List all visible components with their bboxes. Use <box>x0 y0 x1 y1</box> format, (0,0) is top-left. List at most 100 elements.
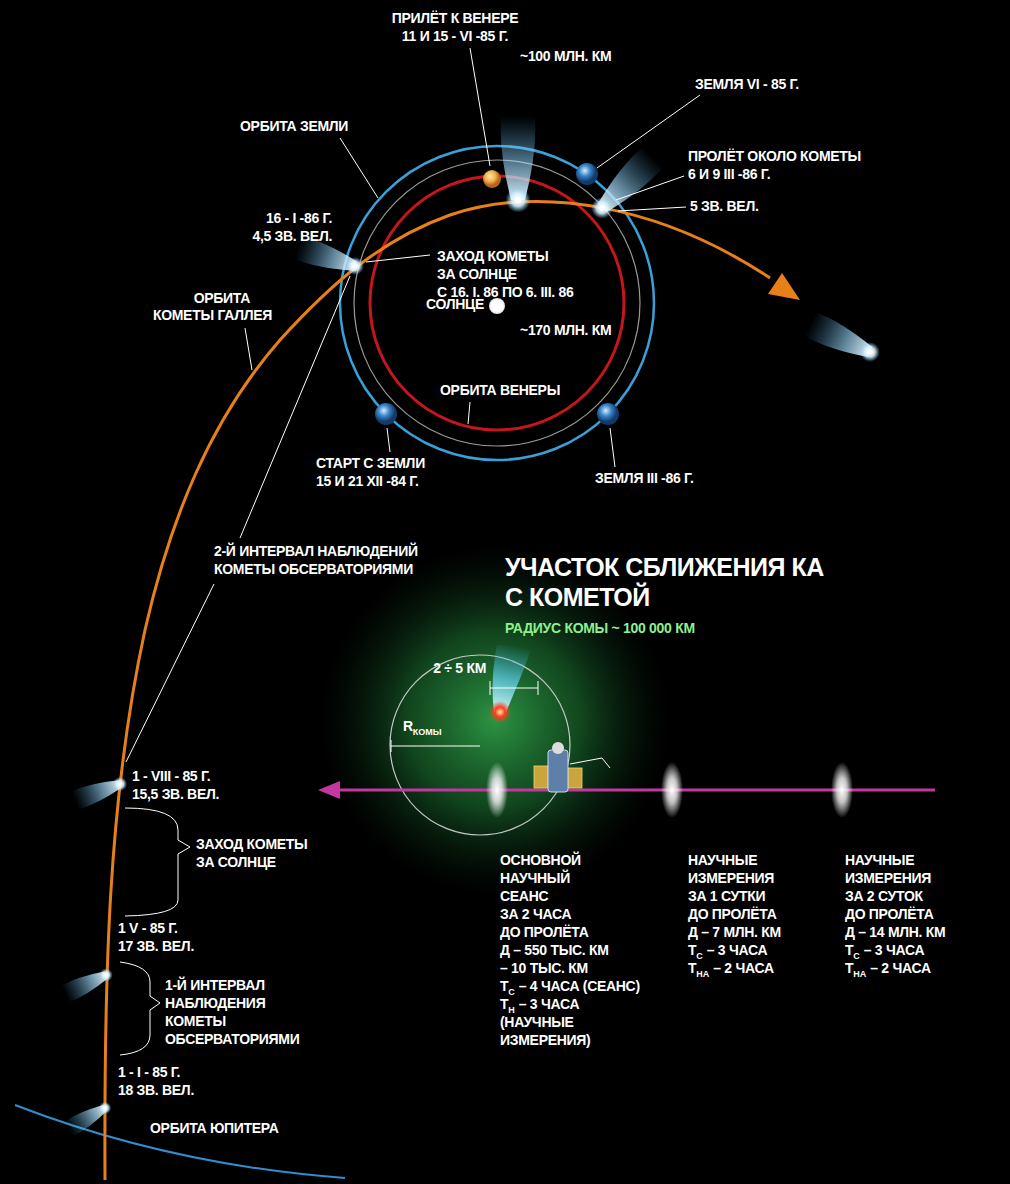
text-line: СОЛНЦЕ <box>426 296 484 312</box>
bracket <box>120 962 160 1055</box>
text-line: ПРИЛЁТ К ВЕНЕРЕ <box>392 10 519 26</box>
leader-lines <box>126 48 700 762</box>
annotation-text: – 3 ЧАСА <box>519 996 579 1012</box>
annotation-text: СЕАНС <box>500 888 548 904</box>
text-line: 2-Й ИНТЕРВАЛ НАБЛЮДЕНИЙ <box>214 543 418 559</box>
text-line: ОРБИТА ЮПИТЕРА <box>150 1120 279 1136</box>
subscript-text: С <box>853 951 860 961</box>
annotation-text: 16 - I -86 Г. <box>266 210 332 226</box>
annotation-text: ЗЕМЛЯ VI - 85 Г. <box>695 76 799 92</box>
spacecraft <box>552 742 564 754</box>
text-line: ИЗМЕРЕНИЯ <box>845 870 931 886</box>
spacecraft <box>534 742 610 792</box>
text-line: Д – 550 ТЫС. КМ <box>500 942 609 958</box>
annotation-text: ОРБИТА ВЕНЕРЫ <box>440 382 560 398</box>
annotation-text: ~170 МЛН. КМ <box>520 322 611 338</box>
earth <box>576 163 598 185</box>
venus <box>483 170 501 188</box>
text-line: КОМЕТЫ <box>165 1013 226 1029</box>
annotation-text: Т <box>500 996 508 1012</box>
annotation-text: 1-Й ИНТЕРВАЛ <box>165 977 265 993</box>
spacecraft <box>602 758 610 768</box>
text-line: ОРБИТА ЗЕМЛИ <box>240 118 348 134</box>
annotation-text: ЗА СОЛНЦЕ <box>196 854 276 870</box>
measurement-marker <box>486 762 508 818</box>
annotation-text: ЗЕМЛЯ III -86 Г. <box>595 470 694 486</box>
dimension-line <box>490 688 538 689</box>
measurement-marker <box>661 762 683 818</box>
annotation-text: ОРБИТА <box>194 290 250 306</box>
trajectory-arrowhead <box>318 781 340 799</box>
annotation-text: НАУЧНЫЙ <box>500 870 570 886</box>
annotation-text: – 10 ТЫС. КМ <box>500 960 588 976</box>
text-line: 4,5 ЗВ. ВЕЛ. <box>252 228 332 244</box>
annotation-text: Т <box>688 960 696 976</box>
text-line: ОСНОВНОЙ <box>500 852 581 868</box>
annotation-text: Д – 550 ТЫС. КМ <box>500 942 609 958</box>
text-line: ОРБИТА ВЕНЕРЫ <box>440 382 560 398</box>
annotation-text: ЗА 1 СУТКИ <box>688 888 765 904</box>
comet <box>804 312 884 369</box>
text-line: ТН– 3 ЧАСА <box>500 996 579 1014</box>
annotation-text: – 2 ЧАСА <box>870 960 930 976</box>
text-line: РАДИУС КОМЫ ~ 100 000 КМ <box>505 620 695 636</box>
annotation-text: ДО ПРОЛЁТА <box>845 906 933 922</box>
annotation-text: – 2 ЧАСА <box>713 960 773 976</box>
annotation-text: НАУЧНЫЕ <box>845 852 914 868</box>
section-title: УЧАСТОК СБЛИЖЕНИЯ КА С КОМЕТОЙ <box>505 552 835 612</box>
annotation-text: ДО ПРОЛЁТА <box>688 906 776 922</box>
text-line: ИЗМЕРЕНИЯ <box>688 870 774 886</box>
text-line: СЕАНС <box>500 888 548 904</box>
annotation-text: ЗА 2 ЧАСА <box>500 906 571 922</box>
annotation-text: – 3 ЧАСА <box>864 942 924 958</box>
earth <box>597 403 619 425</box>
annotation-text: НАБЛЮДЕНИЯ <box>165 995 265 1011</box>
text-line: ДО ПРОЛЁТА <box>688 906 776 922</box>
text-line: 1 - VIII - 85 Г. <box>132 768 210 784</box>
coma-outline <box>390 655 570 835</box>
text-line: ЗАХОД КОМЕТЫ <box>196 836 308 852</box>
text-line: ТС– 4 ЧАСА (СЕАНС) <box>500 978 640 996</box>
leader-lines <box>340 138 378 198</box>
orbit-arrowhead <box>768 273 800 300</box>
text-line: Д – 7 МЛН. КМ <box>688 924 781 940</box>
leader-lines <box>616 176 684 200</box>
comet <box>64 1097 114 1136</box>
annotation-text: ОРБИТА ЮПИТЕРА <box>150 1120 279 1136</box>
bracket <box>125 808 190 916</box>
venus-orbit <box>370 176 624 430</box>
annotation-text: РАДИУС КОМЫ ~ 100 000 КМ <box>505 620 695 636</box>
annotation-text: КОМЕТЫ ОБСЕРВАТОРИЯМИ <box>214 561 413 577</box>
text-line: ДО ПРОЛЁТА <box>845 906 933 922</box>
text-line: ЗЕМЛЯ III -86 Г. <box>595 470 694 486</box>
spacecraft <box>534 766 548 788</box>
text-line: ~170 МЛН. КМ <box>520 322 611 338</box>
leader-lines <box>470 48 490 166</box>
annotation-text: (НАУЧНЫЕ <box>500 1014 574 1030</box>
text-line: 16 - I -86 Г. <box>266 210 332 226</box>
annotation-text: ОБСЕРВАТОРИЯМИ <box>165 1031 299 1047</box>
annotation-text: 2-Й ИНТЕРВАЛ НАБЛЮДЕНИЙ <box>214 543 418 559</box>
annotation-text: ОСНОВНОЙ <box>500 852 581 868</box>
annotation-text: 1 - VIII - 85 Г. <box>132 768 210 784</box>
sun <box>489 298 505 314</box>
annotation-text: ИЗМЕРЕНИЯ) <box>500 1032 590 1048</box>
text-line: ЗА СОЛНЦЕ <box>196 854 276 870</box>
annotation-text: Т <box>688 942 696 958</box>
text-line: НАБЛЮДЕНИЯ <box>165 995 265 1011</box>
comet <box>584 147 664 227</box>
annotation-text: ИЗМЕРЕНИЯ <box>688 870 774 886</box>
text-line: 2 ÷ 5 КМ <box>433 660 486 676</box>
annotation-text: 18 ЗВ. ВЕЛ. <box>118 1082 194 1098</box>
text-line: ЗА СОЛНЦЕ <box>437 266 517 282</box>
leader-lines <box>597 95 700 168</box>
annotation-text: – 3 ЧАСА <box>707 942 767 958</box>
annotation-text: ИЗМЕРЕНИЯ <box>845 870 931 886</box>
text-line: ДО ПРОЛЁТА <box>500 924 588 940</box>
annotation-text: ЗАХОД КОМЕТЫ <box>196 836 308 852</box>
text-line: (НАУЧНЫЕ <box>500 1014 574 1030</box>
spacecraft <box>548 750 568 792</box>
annotation-text: ОРБИТА ЗЕМЛИ <box>240 118 348 134</box>
radius-line <box>391 740 480 752</box>
spacecraft <box>568 768 582 788</box>
